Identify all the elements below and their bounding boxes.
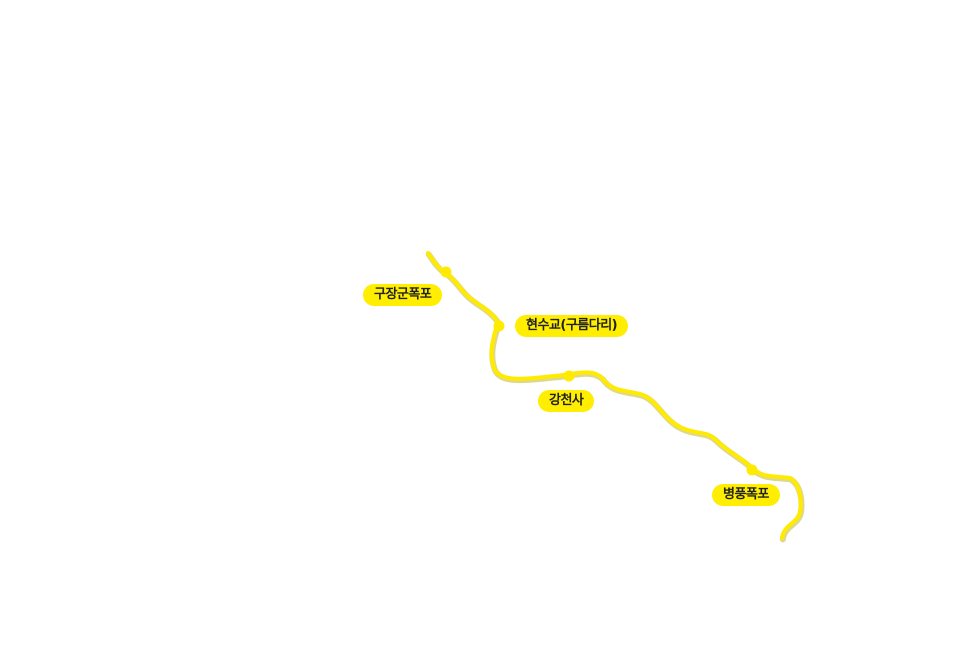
stop-label-hyeonsugyo[interactable]: 현수교(구름다리) (515, 315, 629, 337)
stop-label-gujanggun[interactable]: 구장군폭포 (363, 284, 443, 306)
trail-route (426, 251, 803, 540)
stop-marker-byeongpung[interactable] (746, 464, 758, 476)
stop-marker-gangcheonsa[interactable] (563, 370, 575, 382)
stop-marker-gujanggun[interactable] (440, 266, 452, 278)
stop-label-gangcheonsa[interactable]: 강천사 (538, 390, 595, 412)
stop-marker-hyeonsugyo[interactable] (493, 320, 505, 332)
stop-label-byeongpung[interactable]: 병풍폭포 (712, 484, 780, 506)
